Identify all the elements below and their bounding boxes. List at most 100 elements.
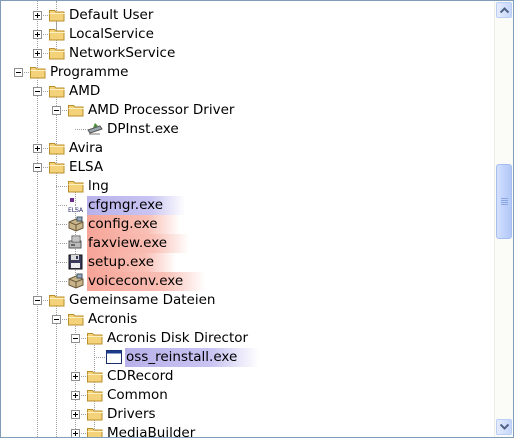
tree-item-label: LocalService bbox=[69, 26, 154, 42]
tree-connector-line bbox=[56, 110, 67, 111]
tree-item[interactable]: lng bbox=[1, 177, 494, 196]
tree-item-label: NetworkService bbox=[69, 45, 176, 61]
tree-item[interactable]: CDRecord bbox=[1, 367, 494, 386]
tree-connector-line bbox=[37, 34, 48, 35]
expand-plus-icon[interactable] bbox=[33, 30, 42, 39]
tree-item[interactable]: AMD bbox=[1, 82, 494, 101]
expand-plus-icon[interactable] bbox=[33, 144, 42, 153]
tree-connector-line bbox=[75, 243, 76, 262]
folder-icon bbox=[48, 7, 66, 23]
folder-icon bbox=[67, 178, 85, 194]
expand-plus-icon[interactable] bbox=[71, 429, 80, 437]
collapse-minus-icon[interactable] bbox=[14, 68, 23, 77]
tree-item[interactable]: Acronis Disk Director bbox=[1, 329, 494, 348]
folder-icon bbox=[48, 159, 66, 175]
tree-item[interactable]: Programme bbox=[1, 63, 494, 82]
tree-connector-line bbox=[56, 1, 57, 53]
tree-item[interactable]: config.exe bbox=[1, 215, 494, 234]
tree-item-label: Drivers bbox=[107, 406, 156, 422]
tree-connector-line bbox=[75, 433, 86, 434]
tree-connector-line bbox=[94, 357, 105, 358]
expand-plus-icon[interactable] bbox=[33, 11, 42, 20]
tree-item-label: setup.exe bbox=[87, 253, 176, 272]
expand-plus-icon[interactable] bbox=[33, 49, 42, 58]
folder-icon bbox=[48, 45, 66, 61]
scroll-grip bbox=[501, 204, 508, 205]
tree-item-label: faxview.exe bbox=[87, 234, 190, 253]
scroll-grip bbox=[501, 200, 508, 201]
tree-item[interactable]: MediaBuilder bbox=[1, 424, 494, 437]
folder-icon bbox=[86, 330, 104, 346]
tree-item-label: Common bbox=[107, 387, 168, 403]
tree-connector-line bbox=[37, 167, 48, 168]
tree-item-label: oss_reinstall.exe bbox=[125, 348, 260, 367]
expand-plus-icon[interactable] bbox=[71, 372, 80, 381]
tree-item[interactable]: Acronis bbox=[1, 310, 494, 329]
tree-connector-line bbox=[75, 224, 76, 243]
tree-item[interactable]: faxview.exe bbox=[1, 234, 494, 253]
tree-item[interactable]: oss_reinstall.exe bbox=[1, 348, 494, 367]
setup-box-icon bbox=[67, 216, 85, 232]
expand-plus-icon[interactable] bbox=[71, 410, 80, 419]
tree-connector-line bbox=[18, 72, 29, 73]
tree-item-label: lng bbox=[88, 178, 109, 194]
tree-connector-line bbox=[75, 338, 86, 339]
scroll-down-button[interactable] bbox=[496, 419, 512, 435]
tree-connector-line bbox=[37, 53, 48, 54]
tree-connector-line bbox=[94, 395, 95, 414]
tree-item-label: config.exe bbox=[87, 215, 180, 234]
tree-item[interactable]: Default User bbox=[1, 6, 494, 25]
tree-item[interactable]: voiceconv.exe bbox=[1, 272, 494, 291]
tree-item-label: AMD Processor Driver bbox=[88, 102, 235, 118]
folder-icon bbox=[29, 64, 47, 80]
tree-connector-line bbox=[56, 262, 67, 263]
floppy-exe-icon bbox=[67, 254, 85, 270]
tree-item[interactable]: NetworkService bbox=[1, 44, 494, 63]
folder-icon bbox=[48, 83, 66, 99]
tree-item-label: DPInst.exe bbox=[107, 121, 179, 137]
tree-connector-line bbox=[56, 300, 57, 437]
tree-connector-line bbox=[75, 262, 76, 281]
folder-icon bbox=[48, 292, 66, 308]
tree-connector-line bbox=[75, 395, 86, 396]
tree-connector-line bbox=[56, 243, 67, 244]
setup-box-icon bbox=[67, 273, 85, 289]
collapse-minus-icon[interactable] bbox=[52, 315, 61, 324]
window-exe-icon bbox=[105, 349, 123, 365]
tree-connector-line bbox=[37, 15, 48, 16]
tree-item[interactable]: ELSA bbox=[1, 158, 494, 177]
tree-connector-line bbox=[75, 414, 86, 415]
tree-item[interactable]: Gemeinsame Dateien bbox=[1, 291, 494, 310]
tree-connector-line bbox=[94, 376, 95, 395]
scroll-grip bbox=[501, 198, 508, 199]
tree-connector-line bbox=[75, 205, 76, 224]
tree-connector-line bbox=[56, 91, 57, 148]
elsa-exe-icon: ELSA bbox=[67, 197, 85, 214]
tree-item[interactable]: setup.exe bbox=[1, 253, 494, 272]
tree-connector-line bbox=[56, 148, 57, 167]
tree-item[interactable]: Drivers bbox=[1, 405, 494, 424]
scroll-up-arrow-icon bbox=[500, 7, 509, 13]
tree-item[interactable]: Avira bbox=[1, 139, 494, 158]
tree-item-label: voiceconv.exe bbox=[87, 272, 206, 291]
expand-plus-icon[interactable] bbox=[71, 391, 80, 400]
collapse-minus-icon[interactable] bbox=[33, 163, 42, 172]
vertical-scrollbar[interactable] bbox=[494, 1, 513, 437]
scroll-thumb[interactable] bbox=[496, 164, 512, 239]
tree-connector-line bbox=[75, 376, 86, 377]
collapse-minus-icon[interactable] bbox=[52, 106, 61, 115]
tree-item[interactable]: AMD Processor Driver bbox=[1, 101, 494, 120]
tree-item[interactable]: LocalService bbox=[1, 25, 494, 44]
tree-item[interactable]: Common bbox=[1, 386, 494, 405]
scroll-up-button[interactable] bbox=[496, 2, 512, 18]
tree-item-label: Acronis bbox=[88, 311, 138, 327]
collapse-minus-icon[interactable] bbox=[71, 334, 80, 343]
tree-item[interactable]: DPInst.exe bbox=[1, 120, 494, 139]
tree-connector-line bbox=[56, 186, 67, 187]
collapse-minus-icon[interactable] bbox=[33, 87, 42, 96]
collapse-minus-icon[interactable] bbox=[33, 296, 42, 305]
svg-text:ELSA: ELSA bbox=[68, 207, 84, 213]
